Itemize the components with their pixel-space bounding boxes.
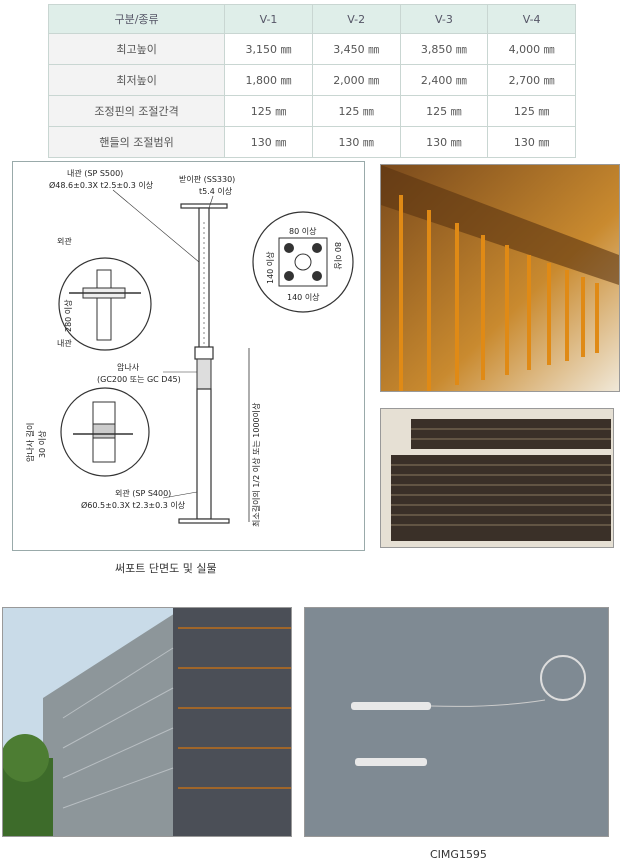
outer-pipe-dim: Ø60.5±0.3X t2.3±0.3 이상 — [81, 500, 186, 510]
support-cross-section-drawing: 최소길이의 1/2 이상 또는 1000이상 80 이상 140 이상 140 … — [12, 161, 365, 551]
spec-cell: 125 ㎜ — [311, 95, 401, 127]
spec-row: 핸들의 조절범위 130 ㎜ 130 ㎜ 130 ㎜ 130 ㎜ — [47, 126, 576, 158]
thread-shape — [196, 358, 212, 390]
outer-pipe-label: 외관 (SP S400) — [115, 488, 171, 498]
inner-pipe-dim: Ø48.6±0.3X t2.5±0.3 이상 — [49, 180, 154, 190]
drawing-caption: 써포트 단면도 및 실물 — [115, 562, 217, 575]
dim-80b-label: 80 이상 — [333, 242, 343, 270]
dim-140b-label: 140 이상 — [287, 292, 320, 302]
bundled-pipes-photo — [380, 408, 614, 548]
dim-80-label: 80 이상 — [289, 226, 317, 236]
base-plate-thickness: t5.4 이상 — [199, 186, 233, 196]
spec-row: 조정핀의 조절간격 125 ㎜ 125 ㎜ 125 ㎜ 125 ㎜ — [47, 95, 576, 127]
spec-header-cell: V-2 — [311, 4, 401, 34]
spec-cell: 2,700 ㎜ — [487, 64, 576, 96]
spec-cell: 1,800 ㎜ — [224, 64, 313, 96]
spec-header-cell: 구분/종류 — [47, 4, 226, 34]
spec-cell: 3,850 ㎜ — [399, 33, 489, 65]
inner-pipe-label: 내관 (SP S500) — [67, 168, 123, 178]
spec-header-row: 구분/종류 V-1 V-2 V-3 V-4 — [47, 4, 576, 34]
outer-label-top: 외관 — [57, 236, 72, 246]
spec-row-label: 최고높이 — [47, 33, 226, 65]
spec-cell: 4,000 ㎜ — [487, 33, 576, 65]
adjustment-pin-photo — [304, 607, 609, 837]
spec-cell: 2,000 ㎜ — [311, 64, 401, 96]
spec-cell: 3,450 ㎜ — [311, 33, 401, 65]
stacked-supports-photo — [2, 607, 292, 837]
dim-140a-label: 140 이상 — [265, 251, 275, 284]
spec-row-label: 핸들의 조절범위 — [47, 126, 226, 158]
spec-header-cell: V-4 — [487, 4, 576, 34]
spec-row: 최저높이 1,800 ㎜ 2,000 ㎜ 2,400 ㎜ 2,700 ㎜ — [47, 64, 576, 96]
spec-cell: 130 ㎜ — [311, 126, 401, 158]
handle-shape — [194, 346, 214, 360]
spec-cell: 125 ㎜ — [224, 95, 313, 127]
spec-cell: 130 ㎜ — [487, 126, 576, 158]
spec-header-cell: V-3 — [399, 4, 489, 34]
base-plate-label: 받이판 (SS330) — [179, 174, 235, 184]
thread-depth-label: 암나사 길이 — [25, 423, 35, 462]
thread-depth-value: 30 이상 — [37, 430, 47, 458]
spec-cell: 3,150 ㎜ — [224, 33, 313, 65]
inner-label: 내관 — [57, 338, 72, 348]
vertical-note: 최소길이의 1/2 이상 또는 1000이상 — [251, 402, 261, 527]
drawing-svg: 최소길이의 1/2 이상 또는 1000이상 80 이상 140 이상 140 … — [25, 168, 354, 527]
spec-cell: 125 ㎜ — [487, 95, 576, 127]
spec-cell: 125 ㎜ — [399, 95, 489, 127]
spec-row-label: 조정핀의 조절간격 — [47, 95, 226, 127]
photo-caption: CIMG1595 — [430, 848, 487, 861]
thread-label: 암나사 — [117, 362, 140, 372]
thread-spec: (GC200 또는 GC D45) — [97, 375, 181, 384]
spec-row: 최고높이 3,150 ㎜ 3,450 ㎜ 3,850 ㎜ 4,000 ㎜ — [47, 33, 576, 65]
spec-cell: 2,400 ㎜ — [399, 64, 489, 96]
top-plate-shape — [180, 203, 228, 209]
spec-header-cell: V-1 — [224, 4, 313, 34]
spec-cell: 130 ㎜ — [399, 126, 489, 158]
spec-row-label: 최저높이 — [47, 64, 226, 96]
spec-table: 구분/종류 V-1 V-2 V-3 V-4 최고높이 3,150 ㎜ 3,450… — [47, 4, 576, 158]
dim-280-label: 280 이상 — [63, 299, 73, 332]
base-plate-shape — [178, 518, 230, 524]
outer-pipe-shape — [196, 388, 212, 520]
formwork-support-photo — [380, 164, 620, 392]
spec-cell: 130 ㎜ — [224, 126, 313, 158]
